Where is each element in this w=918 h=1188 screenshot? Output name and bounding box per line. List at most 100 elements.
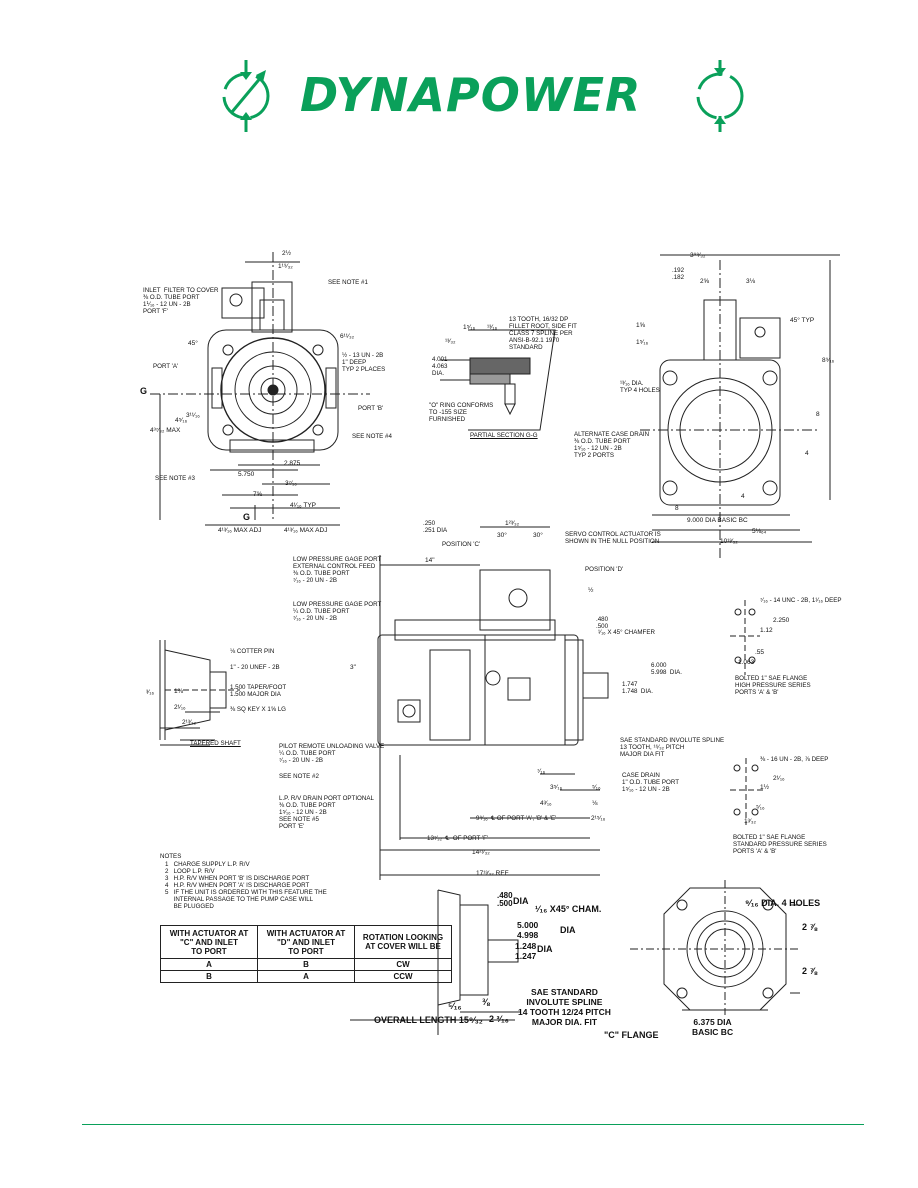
shaft-dim-3-16: ³⁄₁₆ — [146, 689, 155, 696]
side-dim-8-4: 8⁹⁄₁₆ — [822, 357, 835, 364]
o-ring-label: "O" RING CONFORMS TO -155 SIZE FURNISHED — [429, 402, 494, 423]
main-dim-480: .480 .500 — [596, 616, 609, 630]
sp-flange-dim-2-1: 2¹⁄₁₆ — [773, 775, 785, 782]
main-dim-14-32: 14²¹⁄₃₂ — [472, 849, 490, 856]
table-cell: A — [160, 958, 258, 971]
cflange-dia-5000: 5.000 4.998 — [517, 920, 539, 940]
dim-2875-label: 2.875 — [284, 460, 301, 467]
shaft-title: TAPERED SHAFT — [190, 740, 241, 747]
main-dim-2-15: 2¹⁵⁄₁₆ — [591, 815, 606, 822]
main-dia-6000: 6.000 5.998 DIA. — [651, 662, 682, 676]
spline-note-label: 13 TOOTH, 16/32 DP FILLET ROOT, SIDE FIT… — [509, 316, 577, 351]
front-view-drawing — [150, 252, 370, 526]
shaft-dim-2-16: 2¹⁄₁₆ — [174, 704, 186, 711]
cflange-bc: 6.375 DIA BASIC BC — [692, 1017, 734, 1037]
main-dim-3in: 3" — [350, 664, 356, 671]
servo-note: SERVO CONTROL ACTUATOR IS SHOWN IN THE N… — [565, 531, 661, 545]
side-holes-label: ¹³⁄₁₆ DIA. TYP 4 HOLES — [620, 380, 660, 394]
position-d-label: POSITION 'D' — [585, 566, 624, 573]
footer-rule — [82, 1124, 864, 1125]
section-dim-13-16: ¹³⁄₁₆ — [487, 324, 498, 331]
see-note-1-label: SEE NOTE #1 — [328, 279, 368, 286]
main-dim-14: 14" — [425, 557, 435, 564]
shaft-cotter: ⅛ COTTER PIN — [230, 648, 275, 655]
cflange-dia-b: DIA — [560, 925, 576, 935]
sp-flange-thread: ⅜ - 16 UN - 2B, ⅞ DEEP — [760, 756, 829, 763]
cflange-dim-2-3: 2 ³⁄₁₆ — [489, 1014, 509, 1024]
note-item-2: 2 LOOP L.P. R/V — [165, 868, 215, 875]
side-dim-5-64: 5⅛₆₄ — [752, 528, 767, 535]
cflange-dim-2-7b: 2 ⅞ — [802, 966, 818, 976]
section-dim-1-16: 1⁵⁄₁₆ — [463, 324, 476, 331]
pilot-valve-label: PILOT REMOTE UNLOADING VALVE ¼ O.D. TUBE… — [279, 743, 385, 764]
side-basic-bc: 9.000 DIA BASIC BC — [687, 517, 748, 524]
main-dim-4-3: 4³⁄₁₆ — [540, 800, 552, 807]
side-dim-1-16b: 1⁵⁄₁₆ — [636, 339, 649, 346]
dim-1-9-label: 1¹⁹⁄₃₂ — [278, 263, 293, 270]
main-dim-3-5: 3⁵⁄₁₆ — [550, 784, 563, 791]
main-dim-5-16: ⁵⁄₁₆ — [592, 784, 601, 791]
table-header-cell: ROTATION LOOKING AT COVER WILL BE — [354, 925, 452, 959]
table-cell: A — [257, 970, 355, 983]
notes-heading: NOTES — [160, 853, 182, 860]
table-header-cell: WITH ACTUATOR AT "C" AND INLET TO PORT — [160, 925, 258, 959]
hp-flange-dim-112: 1.12 — [760, 627, 773, 634]
main-ref-dim: 17¹³⁄₃₂ REF — [476, 870, 509, 877]
dim-2-5-label: 2½ — [282, 250, 292, 257]
shaft-taper: 1.500 TAPER/FOOT 1.500 MAJOR DIA — [230, 684, 287, 698]
sp-flange-drawing — [730, 758, 764, 825]
cflange-sae: SAE STANDARD INVOLUTE SPLINE 14 TOOTH 12… — [518, 987, 611, 1027]
section-title: PARTIAL SECTION G-G — [470, 432, 538, 439]
cflange-dim-5-16: ⁵⁄₁₆ — [448, 1001, 462, 1011]
main-dia-1747: 1.747 1.748 DIA. — [622, 681, 653, 695]
table-cell: CCW — [354, 970, 452, 983]
hp-flange-thread: ⁷⁄₁₆ - 14 UNC - 2B, 1¹⁄₁₆ DEEP — [760, 597, 842, 604]
sp-flange-title: BOLTED 1" SAE FLANGE STANDARD PRESSURE S… — [733, 834, 827, 855]
cflange-dim-2-7a: 2 ⅞ — [802, 922, 818, 932]
cflange-dim-3-8: ⅜ — [482, 997, 490, 1007]
section-g-bottom: G — [243, 512, 251, 522]
max-adj-right-label: 4¹³⁄₁₆ MAX ADJ — [284, 527, 328, 534]
cflange-holes: ⁹⁄₁₆ DIA. 4 HOLES — [745, 898, 821, 908]
case-drain-label: CASE DRAIN 1" O.D. TUBE PORT 1⁵⁄₁₆ - 12 … — [622, 772, 679, 793]
shaft-dim-1-3: 1⅜ — [174, 688, 184, 695]
side-dim-3-32: 3⁹⁹⁄₃₂ — [690, 252, 706, 259]
note-item-3: 3 H.P. R/V WHEN PORT 'B' IS DISCHARGE PO… — [165, 875, 310, 882]
dim-3-7-label: 3⁷⁄₁₆ — [285, 480, 297, 487]
main-dia-250: .250 .251 DIA — [423, 520, 448, 534]
table-header-row: WITH ACTUATOR AT "C" AND INLET TO PORT W… — [160, 925, 452, 959]
rotation-arrow-right-icon — [696, 60, 744, 132]
side-case-drain-label: ALTERNATE CASE DRAIN ⅜ O.D. TUBE PORT 1⁵… — [574, 431, 650, 459]
tapered-shaft-drawing — [159, 640, 240, 746]
shaft-thread: 1" - 20 UNEF - 2B — [230, 664, 280, 671]
cflange-dia-1248: 1.248 1.247 — [515, 941, 537, 961]
side-dim-2-8: 2⅝ — [700, 278, 710, 285]
port-a-label: PORT 'A' — [153, 363, 179, 370]
sp-flange-dim-5-16: ⁵⁄₁₆ — [756, 804, 765, 811]
see-note-3-label: SEE NOTE #3 — [155, 475, 195, 482]
sp-flange-dim-1-32: 1³⁄₃₂ — [744, 818, 757, 825]
cflange-dim-480: .480 .500 — [497, 891, 513, 908]
dim-5750-label: 5.750 — [238, 471, 255, 478]
note-item-4: 4 H.P. R/V WHEN PORT 'A' IS DISCHARGE PO… — [165, 882, 310, 889]
hp-flange-dim-55: .55 — [755, 649, 765, 656]
side-dim-8: 8 — [816, 411, 820, 418]
table-cell: B — [160, 970, 258, 983]
brand-logo-text: DYNAPOWER — [300, 68, 642, 122]
c-flange-front-drawing — [630, 880, 800, 1015]
side-dim-4-bottom: 4 — [741, 493, 745, 500]
section-g-left: G — [140, 386, 148, 396]
dim-7-5-label: 7⅝ — [253, 491, 263, 498]
hp-flange-dim-1063: 1.063 — [738, 659, 755, 666]
dim-4-5-label: 4⁵⁄₁₆ — [175, 417, 188, 424]
dim-max-label: 4³⁷⁄₃₂ MAX — [150, 427, 181, 434]
see-note-4-label: SEE NOTE #4 — [352, 433, 392, 440]
port-abe-dim: 9⁹⁄₁₆ ℄ OF PORT 'A', 'B' & 'E' — [476, 815, 557, 822]
position-c-label: POSITION 'C' — [442, 541, 481, 548]
note-item-5: 5 IF THE UNIT IS ORDERED WITH THIS FEATU… — [165, 889, 327, 910]
sp-flange-dim-1-2: 1½ — [760, 784, 770, 791]
main-view-drawing — [377, 526, 609, 880]
side-dim-192: .192 .182 — [672, 267, 685, 281]
main-dim-1-8: ⅛ — [592, 800, 598, 807]
